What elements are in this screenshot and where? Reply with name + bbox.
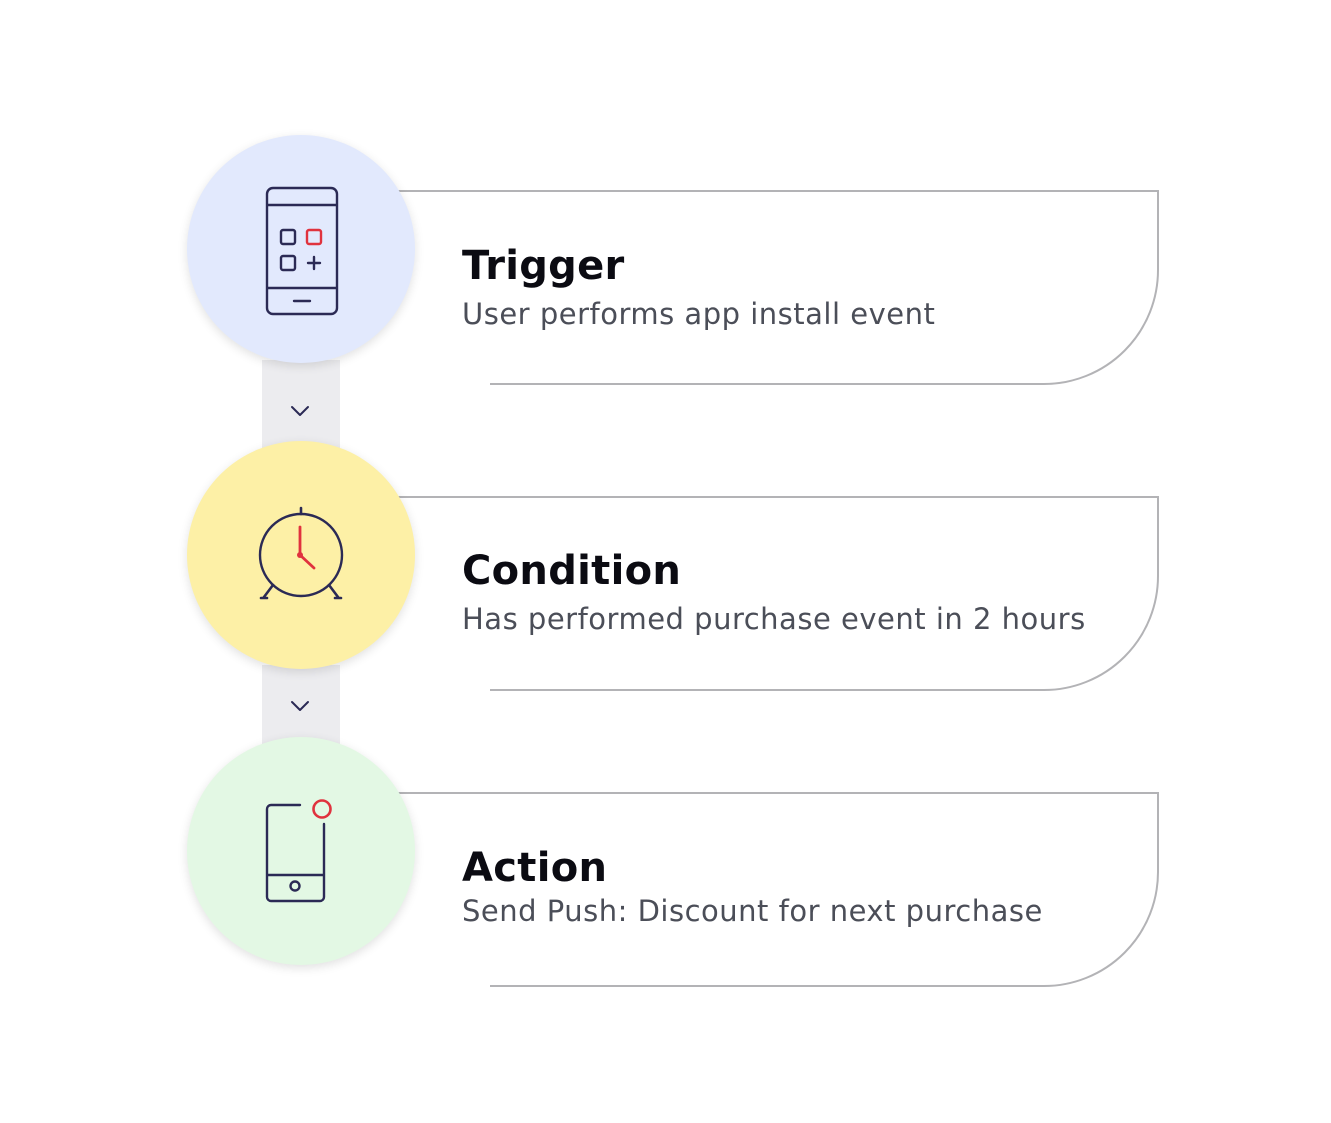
step-title-condition: Condition [462, 548, 682, 594]
card-frame-trigger [398, 190, 1159, 385]
connector-condition-action [262, 665, 340, 745]
step-description-trigger: User performs app install event [462, 297, 936, 331]
step-title-action: Action [462, 845, 608, 891]
step-circle-condition [187, 441, 415, 669]
step-circle-trigger [187, 135, 415, 363]
connector-trigger-condition [262, 360, 340, 450]
card-frame-condition [398, 496, 1159, 691]
step-description-action: Send Push: Discount for next purchase [462, 894, 1043, 928]
step-circle-action [187, 737, 415, 965]
step-title-trigger: Trigger [462, 243, 625, 289]
step-description-condition: Has performed purchase event in 2 hours [462, 602, 1086, 636]
alarm-clock-icon [258, 506, 344, 600]
chevron-down-icon [291, 406, 309, 416]
chevron-down-icon [291, 701, 309, 711]
smartphone-apps-icon [265, 186, 339, 316]
phone-notification-icon [265, 799, 332, 903]
card-frame-action [398, 792, 1159, 987]
